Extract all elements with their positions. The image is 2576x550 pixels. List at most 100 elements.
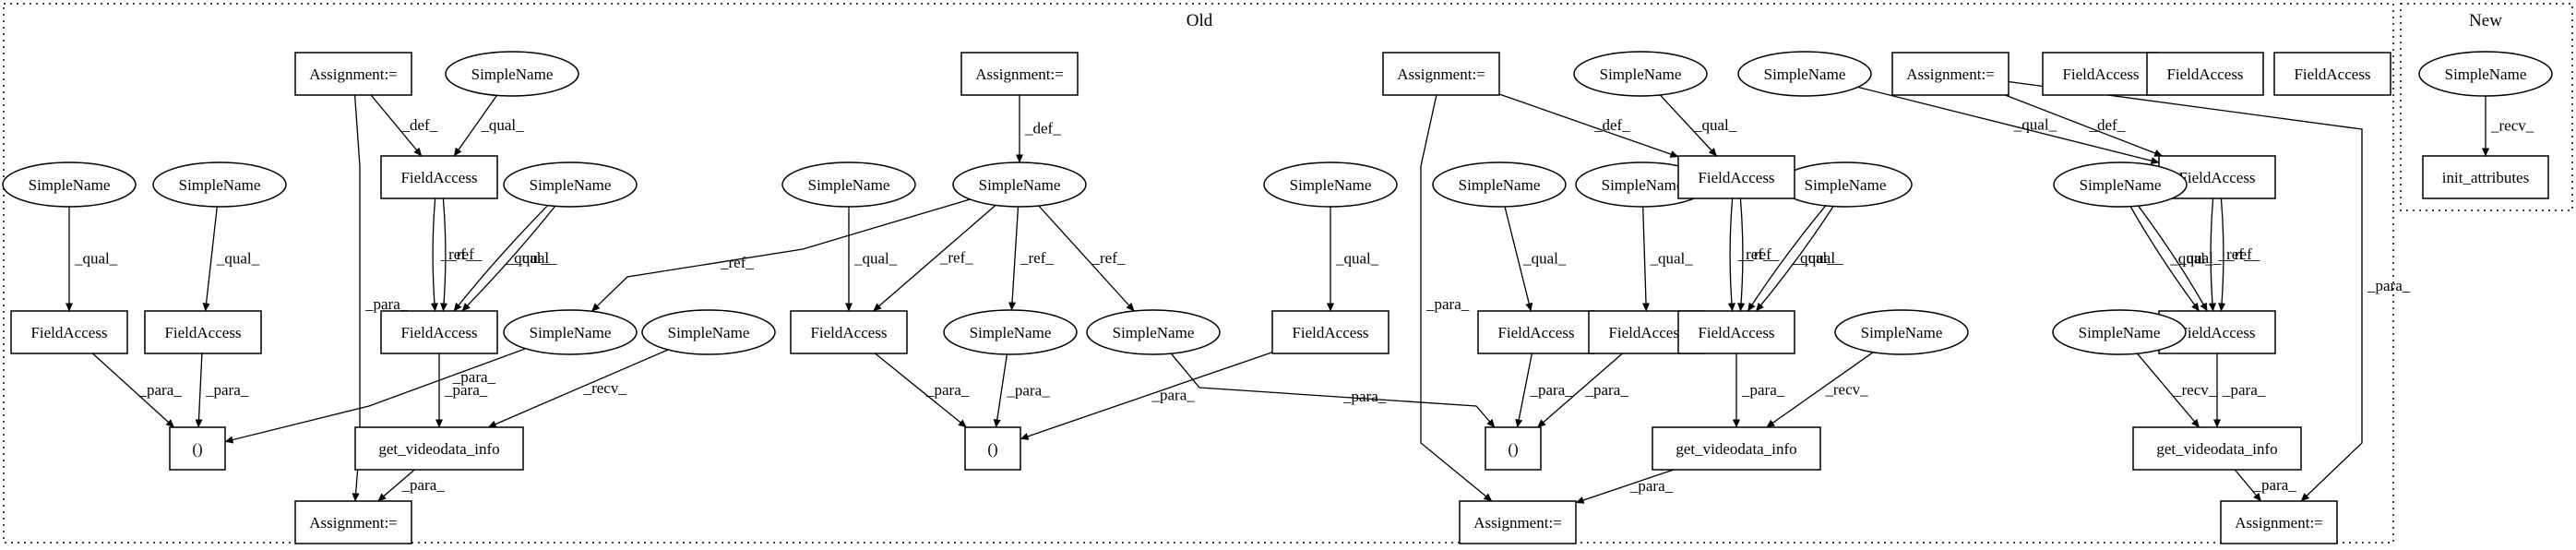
ellipse-node-shape — [2418, 51, 2553, 97]
node-simplename: SimpleName — [1432, 161, 1567, 208]
node-label: SimpleName — [530, 176, 612, 194]
box-node-shape — [169, 426, 226, 471]
edge-label: _para_ — [1425, 295, 1470, 313]
edge-n3-n21 — [1498, 93, 1679, 158]
box-node-shape — [354, 426, 524, 471]
edge-n45-n48 — [1575, 469, 1675, 504]
box-node-shape — [10, 310, 128, 354]
edge-label: _para_ — [2253, 476, 2297, 494]
edge-label: _para_ — [1530, 381, 1574, 399]
edge-n20-n29 — [430, 197, 438, 312]
node-label: FieldAccess — [1698, 324, 1774, 341]
edge-label: _para_ — [1151, 387, 1196, 404]
edge-n17-n32 — [1504, 206, 1533, 312]
node-fieldaccess: FieldAccess — [790, 310, 908, 354]
edge-label: _ref_ — [1745, 245, 1779, 263]
edge-label: _recv_ — [1824, 380, 1868, 398]
node-label: SimpleName — [1290, 176, 1372, 194]
edge-n24-n45 — [1766, 352, 1874, 428]
edge-n20-n29 — [440, 197, 448, 312]
node-simplename: SimpleName — [1086, 309, 1221, 355]
ellipse-node-shape — [1737, 51, 1872, 97]
node-label: init_attributes — [2442, 169, 2529, 186]
edge-label: _qual_ — [513, 249, 557, 267]
edge-n21-n34 — [1727, 197, 1735, 312]
edge-label: _def_ — [1593, 116, 1630, 134]
node-label: Assignment:= — [309, 514, 398, 532]
edge-n16-n38 — [1008, 206, 1020, 311]
node-simplename: SimpleName — [2052, 309, 2187, 355]
edge-label: _qual_ — [480, 116, 524, 134]
node-label: SimpleName — [2079, 324, 2161, 341]
node-label: FieldAccess — [2062, 66, 2139, 83]
node-label: SimpleName — [1861, 324, 1943, 341]
node-fieldaccess: FieldAccess — [2146, 52, 2264, 96]
cluster-old-label: Old — [1187, 11, 1213, 30]
node-label: SimpleName — [1805, 176, 1887, 194]
edge-n4-n49 — [2008, 80, 2363, 502]
node-label: SimpleName — [530, 324, 612, 341]
edge-label: _qual_ — [2169, 249, 2213, 267]
node-label: FieldAccess — [810, 324, 887, 341]
edge-n19-n34 — [1747, 205, 1826, 312]
node-label: FieldAccess — [30, 324, 107, 341]
node-label: SimpleName — [808, 176, 890, 194]
edge-n16-n36 — [590, 198, 971, 312]
edge-n21-n34 — [1737, 197, 1746, 312]
edge-label: _ref_ — [1737, 245, 1771, 263]
box-node-shape — [2422, 155, 2549, 199]
edge-label: _ref_ — [440, 245, 474, 263]
edge-label: _qual_ — [853, 250, 898, 268]
node-fieldaccess: FieldAccess — [2273, 52, 2391, 96]
node-: () — [964, 426, 1021, 471]
ellipse-node-shape — [1263, 161, 1398, 208]
node-simplename: SimpleName — [1575, 161, 1710, 208]
node-label: get_videodata_info — [1676, 440, 1796, 458]
edge-label: _ref_ — [447, 245, 482, 263]
ellipse-node-shape — [1086, 309, 1221, 355]
cluster-new-frame — [2400, 3, 2573, 211]
node-label: SimpleName — [29, 176, 111, 194]
edge-n18-n33 — [1641, 206, 1651, 312]
node-assignment: Assignment:= — [294, 500, 412, 544]
edge-n4-n22 — [2005, 94, 2164, 157]
node-simplename: SimpleName — [503, 309, 638, 355]
edge-label: _def_ — [401, 116, 438, 134]
edge-label: _para_ — [925, 381, 970, 399]
edge-n3-n48 — [1420, 94, 1493, 502]
node-simplename: SimpleName — [781, 161, 916, 208]
edge-n10-n22 — [1857, 86, 2160, 165]
node-label: FieldAccess — [400, 324, 477, 341]
node-label: FieldAccess — [400, 169, 477, 186]
box-node-shape — [960, 52, 1079, 96]
edge-n40-n46 — [2136, 353, 2200, 428]
node-assignment: Assignment:= — [1382, 52, 1500, 96]
edge-label: _qual_ — [1335, 250, 1379, 268]
edge-n37-n44 — [487, 349, 669, 428]
edge-label: _ref_ — [2218, 245, 2252, 263]
box-node-shape — [1459, 500, 1577, 544]
node-fieldaccess: FieldAccess — [1477, 310, 1595, 354]
edge-label: _ref_ — [939, 249, 973, 267]
edge-label: _ref_ — [2225, 245, 2260, 263]
edge-label: _qual_ — [2177, 249, 2222, 267]
edge-label: _def_ — [2089, 116, 2126, 134]
box-node-shape — [964, 426, 1021, 471]
edge-label: _ref_ — [1091, 249, 1126, 267]
node-label: () — [1508, 440, 1518, 458]
box-node-shape — [1891, 52, 2010, 96]
node-label: FieldAccess — [2178, 324, 2255, 341]
node-label: SimpleName — [1459, 176, 1541, 194]
box-node-shape — [2132, 426, 2302, 471]
box-node-shape — [1677, 155, 1795, 199]
box-node-shape — [294, 52, 412, 96]
box-node-shape — [1477, 310, 1595, 354]
box-node-shape — [2146, 52, 2264, 96]
edge-label: _para_ — [444, 381, 488, 399]
node-simplename: SimpleName — [1778, 161, 1913, 208]
node-label: Assignment:= — [1906, 66, 1995, 83]
node-simplename: SimpleName — [152, 161, 287, 208]
node-label: FieldAccess — [2178, 169, 2255, 186]
node-fieldaccess: FieldAccess — [10, 310, 128, 354]
node-label: SimpleName — [979, 176, 1061, 194]
